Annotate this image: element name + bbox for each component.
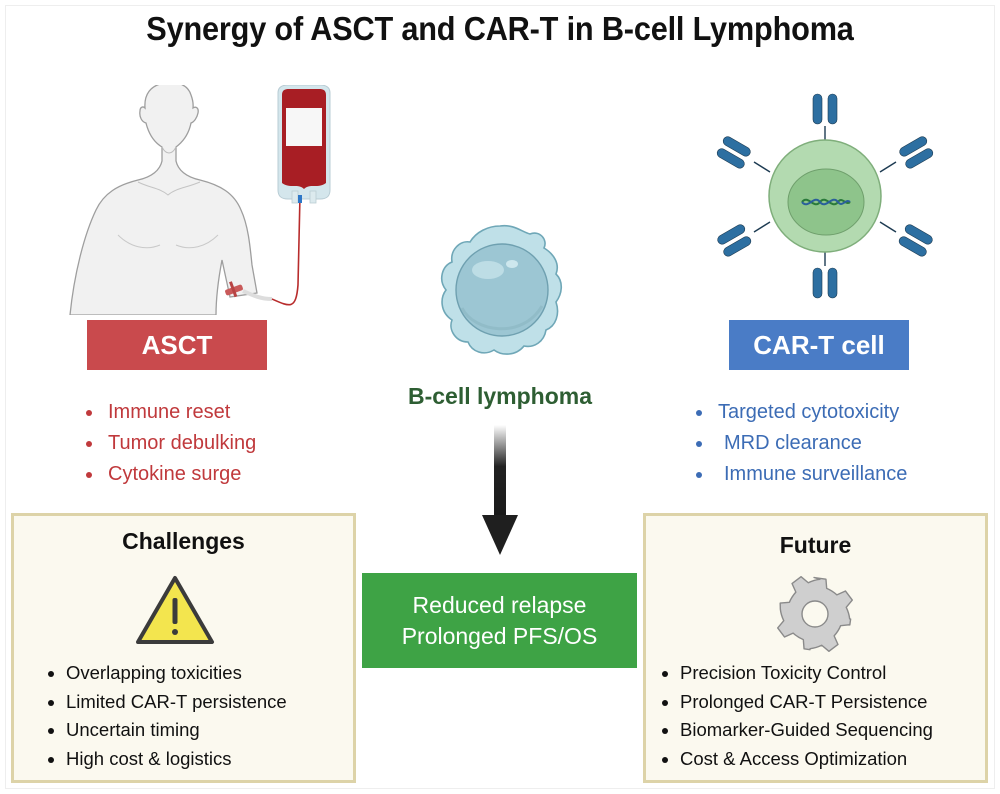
list-item: Overlapping toxicities (44, 659, 287, 688)
list-item: Precision Toxicity Control (658, 659, 933, 688)
patient-body (69, 85, 258, 315)
future-title: Future (779, 532, 852, 558)
list-item: MRD clearance (692, 428, 907, 459)
challenges-title: Challenges (122, 528, 245, 554)
down-arrow-icon (482, 425, 518, 555)
asct-label: ASCT (141, 329, 213, 360)
patient-infusion-illustration (69, 85, 331, 315)
figure-title: Synergy of ASCT and CAR-T in B-cell Lymp… (146, 10, 854, 47)
asct-label-box: ASCT (87, 320, 267, 370)
list-item: Cost & Access Optimization (658, 745, 933, 774)
car-t-benefits-list: Targeted cytotoxicity MRD clearance Immu… (692, 397, 907, 490)
gear-icon (776, 575, 854, 653)
asct-benefits-list: Immune reset Tumor debulking Cytokine su… (82, 397, 256, 490)
list-item: Targeted cytotoxicity (692, 397, 907, 428)
challenges-panel: Challenges Overlapping toxicities Limite… (11, 513, 356, 783)
car-t-label-box: CAR-T cell (729, 320, 909, 370)
warning-icon (136, 576, 214, 644)
b-cell-lymphoma-illustration (440, 224, 563, 355)
iv-tube (271, 194, 301, 306)
iv-catheter (225, 281, 273, 301)
outcome-box: Reduced relapse Prolonged PFS/OS (362, 573, 637, 668)
car-t-cell-illustration (716, 93, 934, 299)
future-list: Precision Toxicity Control Prolonged CAR… (658, 659, 933, 773)
list-item: Limited CAR-T persistence (44, 688, 287, 717)
list-item: Prolonged CAR-T Persistence (658, 688, 933, 717)
blood-bag (277, 85, 331, 204)
list-item: Cytokine surge (82, 459, 256, 490)
list-item: Immune reset (82, 397, 256, 428)
future-panel: Future Precision Toxicity Control Prolon… (643, 513, 988, 783)
list-item: Tumor debulking (82, 428, 256, 459)
outcome-line: Reduced relapse (412, 591, 587, 618)
b-cell-lymphoma-label: B-cell lymphoma (407, 383, 593, 409)
list-item: Biomarker-Guided Sequencing (658, 716, 933, 745)
car-t-label: CAR-T cell (753, 329, 885, 360)
list-item: High cost & logistics (44, 745, 287, 774)
challenges-list: Overlapping toxicities Limited CAR-T per… (44, 659, 287, 773)
list-item: Immune surveillance (692, 459, 907, 490)
outcome-line: Prolonged PFS/OS (401, 622, 598, 649)
list-item: Uncertain timing (44, 716, 287, 745)
